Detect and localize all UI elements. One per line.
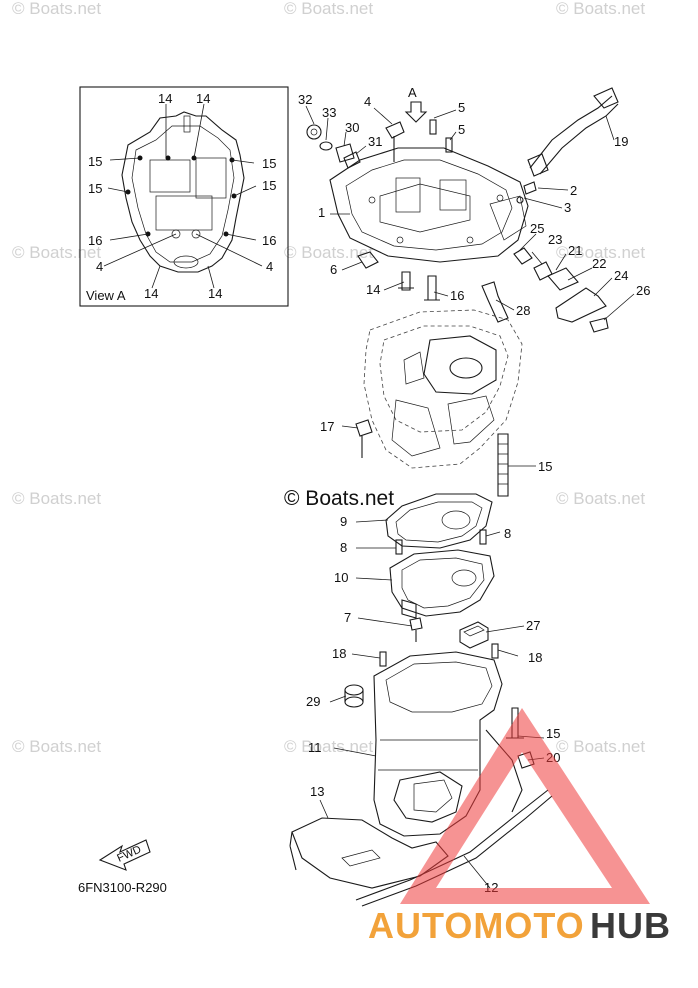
- bolt-part-7: [409, 617, 423, 642]
- watermark: © Boats.net: [12, 243, 101, 262]
- callout-label: 21: [568, 243, 582, 258]
- callout-label: 16: [262, 233, 276, 248]
- callout-label: 10: [334, 570, 348, 585]
- callout-label: 33: [322, 105, 336, 120]
- watermark: © Boats.net: [556, 243, 645, 262]
- callout-label: 16: [88, 233, 102, 248]
- view-a-frame: [79, 86, 289, 307]
- watermark: © Boats.net: [556, 0, 645, 18]
- callout-label: 1: [318, 205, 325, 220]
- callout-label: 7: [344, 610, 351, 625]
- view-arrow-label: A: [408, 85, 417, 100]
- fwd-arrow: FWD: [98, 839, 151, 871]
- grommet-part-29: [344, 684, 364, 708]
- gasket-part-9: [385, 493, 493, 549]
- view-arrow-a: A: [404, 85, 428, 123]
- callout-label: 14: [208, 286, 222, 301]
- watermark: © Boats.net: [284, 0, 373, 18]
- watermark: © Boats.net: [284, 243, 373, 262]
- callout-label: 15: [546, 726, 560, 741]
- callout-label: 24: [614, 268, 628, 283]
- oil-pan-part-10: [389, 549, 495, 619]
- linkage-parts: [357, 247, 609, 333]
- logo-text-hub: HUB: [590, 905, 671, 946]
- callout-label: 14: [144, 286, 158, 301]
- middle-casing: [355, 309, 523, 497]
- callout-label: 6: [330, 262, 337, 277]
- callout-label: 19: [614, 134, 628, 149]
- callout-label: 4: [364, 94, 371, 109]
- dowel-pins-8: [395, 529, 487, 555]
- callout-label: 15: [88, 181, 102, 196]
- callout-label: 14: [158, 91, 172, 106]
- callout-label: 29: [306, 694, 320, 709]
- automotohub-logo: AUTOMOTO HUB: [368, 708, 671, 946]
- callout-label: 16: [450, 288, 464, 303]
- callout-label: 27: [526, 618, 540, 633]
- callout-label: 13: [310, 784, 324, 799]
- dowel-pins-18: [379, 643, 499, 667]
- seal-part-27: [459, 621, 489, 649]
- callout-label: 23: [548, 232, 562, 247]
- callout-label: 2: [570, 183, 577, 198]
- callout-label: 18: [528, 650, 542, 665]
- center-watermark: © Boats.net: [284, 487, 394, 510]
- callout-label: 15: [538, 459, 552, 474]
- logo-triangle: [400, 708, 650, 904]
- callout-label: 15: [88, 154, 102, 169]
- callout-label: 32: [298, 92, 312, 107]
- view-a-title: View A: [86, 288, 126, 303]
- upper-casing: [329, 147, 529, 263]
- watermark: © Boats.net: [556, 737, 645, 756]
- callout-label: 11: [308, 740, 322, 755]
- view-a-inset: 14 14 15 15 15 15 16 16 4 4 14 14 View A: [79, 86, 289, 307]
- callout-label: 5: [458, 122, 465, 137]
- small-parts-top: [306, 119, 537, 204]
- strip-part-12: [355, 789, 553, 907]
- callout-label: 4: [96, 259, 103, 274]
- callout-label: 25: [530, 221, 544, 236]
- callout-label: 14: [366, 282, 380, 297]
- diagram-code: 6FN3100-R290: [78, 880, 167, 895]
- hose-part-19: [527, 87, 619, 177]
- watermark: © Boats.net: [12, 489, 101, 508]
- callout-label: 30: [345, 120, 359, 135]
- callout-label: 18: [332, 646, 346, 661]
- callout-label: 8: [340, 540, 347, 555]
- callout-label: 15: [262, 156, 276, 171]
- watermark: © Boats.net: [12, 0, 101, 18]
- callout-label: 3: [564, 200, 571, 215]
- callout-label: 14: [196, 91, 210, 106]
- callout-label: 22: [592, 256, 606, 271]
- callout-label: 15: [262, 178, 276, 193]
- callout-label: 9: [340, 514, 347, 529]
- logo-text-automoto: AUTOMOTO: [368, 905, 585, 946]
- callout-label: 5: [458, 100, 465, 115]
- callout-label: 8: [504, 526, 511, 541]
- main-callouts: 32 33 30 31 4 5 5 19 2 3 1 25 23 21 22 2…: [298, 92, 650, 895]
- callout-label: 26: [636, 283, 650, 298]
- callout-label: 28: [516, 303, 530, 318]
- callout-label: 4: [266, 259, 273, 274]
- watermark: © Boats.net: [12, 737, 101, 756]
- callout-label: 31: [368, 134, 382, 149]
- watermark: © Boats.net: [556, 489, 645, 508]
- callout-label: 17: [320, 419, 334, 434]
